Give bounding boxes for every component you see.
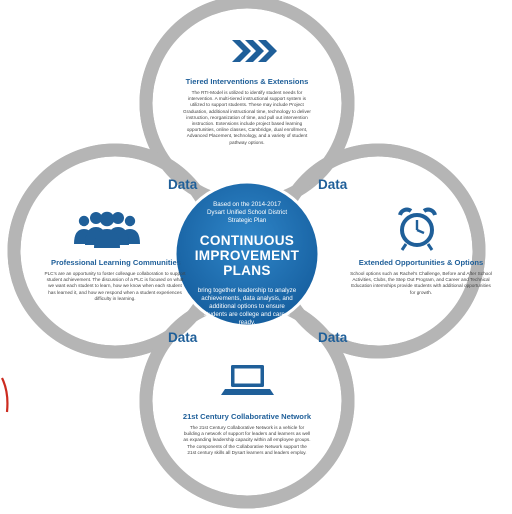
center-body: bring together leadership to analyze ach… — [197, 287, 297, 327]
data-label-bottom-left: Data — [168, 330, 198, 345]
bottom-section-body: The 21st Century Collaborative Network i… — [183, 425, 311, 455]
alarm-clock-icon — [398, 207, 437, 251]
center-title: CONTINUOUS IMPROVEMENT PLANS — [194, 233, 300, 279]
top-section-body: The RTI-Model is utilized to identify st… — [183, 90, 311, 145]
data-label-top-right: Data — [318, 177, 348, 192]
left-section-title: Professional Learning Communities — [51, 258, 181, 267]
laptop-icon — [221, 365, 274, 395]
bottom-section-title: 21st Century Collaborative Network — [182, 412, 312, 421]
data-label-top-left: Data — [168, 177, 198, 192]
right-section-title: Extended Opportunities & Options — [358, 258, 484, 267]
left-section-body: PLC's are an opportunity to foster colle… — [44, 271, 186, 301]
center-circle — [173, 180, 321, 328]
chevrons-right-icon — [232, 40, 277, 62]
right-section-body: School options such as Rachel's Challeng… — [350, 271, 492, 295]
data-label-bottom-right: Data — [318, 330, 348, 345]
center-subtitle: Based on the 2014-2017 Dysart Unified Sc… — [206, 201, 288, 224]
edge-accent-mark — [1, 377, 9, 413]
top-section-title: Tiered Interventions & Extensions — [185, 77, 309, 86]
people-group-icon — [74, 211, 140, 248]
